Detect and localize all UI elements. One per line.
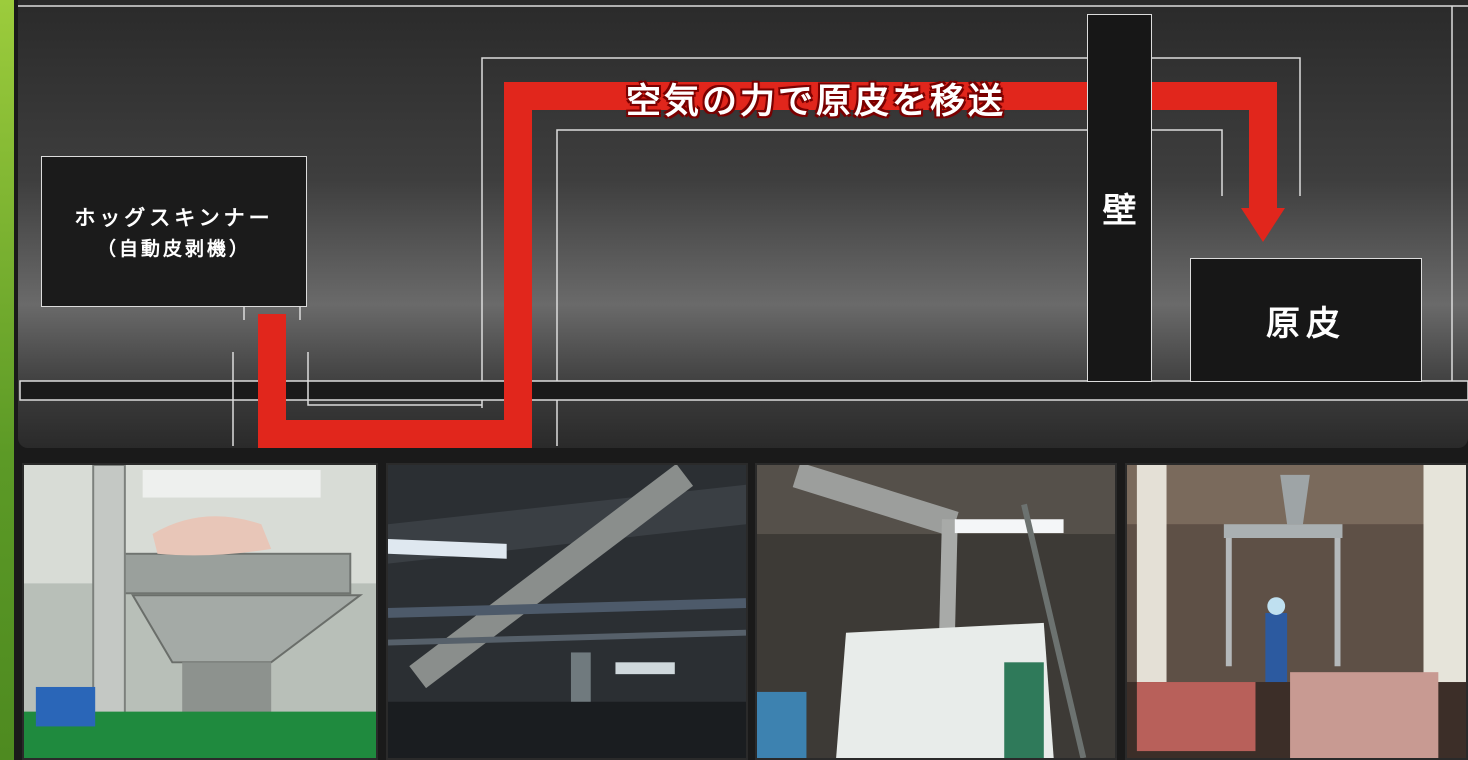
machine-sub-label: （自動皮剥機） <box>96 238 251 260</box>
photo-overhead-duct-2 <box>755 463 1117 760</box>
photo-hog-skinner-machine <box>22 463 378 760</box>
air-transport-banner: 空気の力で原皮を移送 <box>625 80 1006 122</box>
duct-outer-right <box>1152 57 1301 196</box>
lower-duct-right <box>307 352 482 406</box>
red-pipe-route <box>258 82 1088 448</box>
duct-diagram <box>18 5 1468 448</box>
red-pipe-route-end <box>1152 82 1277 214</box>
photo-hide-storage-room <box>1125 463 1468 760</box>
hog-skinner-box: ホッグスキンナー （自動皮剥機） <box>41 156 307 307</box>
duct-inner-outline <box>556 129 1088 446</box>
floor-band <box>19 380 1468 401</box>
green-border <box>0 0 16 760</box>
raw-hide-box: 原皮 <box>1190 258 1422 382</box>
photo-overhead-duct-1 <box>386 463 748 760</box>
raw-hide-label: 原皮 <box>1266 303 1346 344</box>
wall-label: 壁 <box>1102 191 1137 231</box>
duct-outer-outline <box>481 57 1088 408</box>
duct-inner-right <box>1152 129 1223 196</box>
wall-box: 壁 <box>1087 14 1152 382</box>
arrow-down-icon <box>1241 208 1285 242</box>
machine-name-label: ホッグスキンナー <box>74 205 274 230</box>
